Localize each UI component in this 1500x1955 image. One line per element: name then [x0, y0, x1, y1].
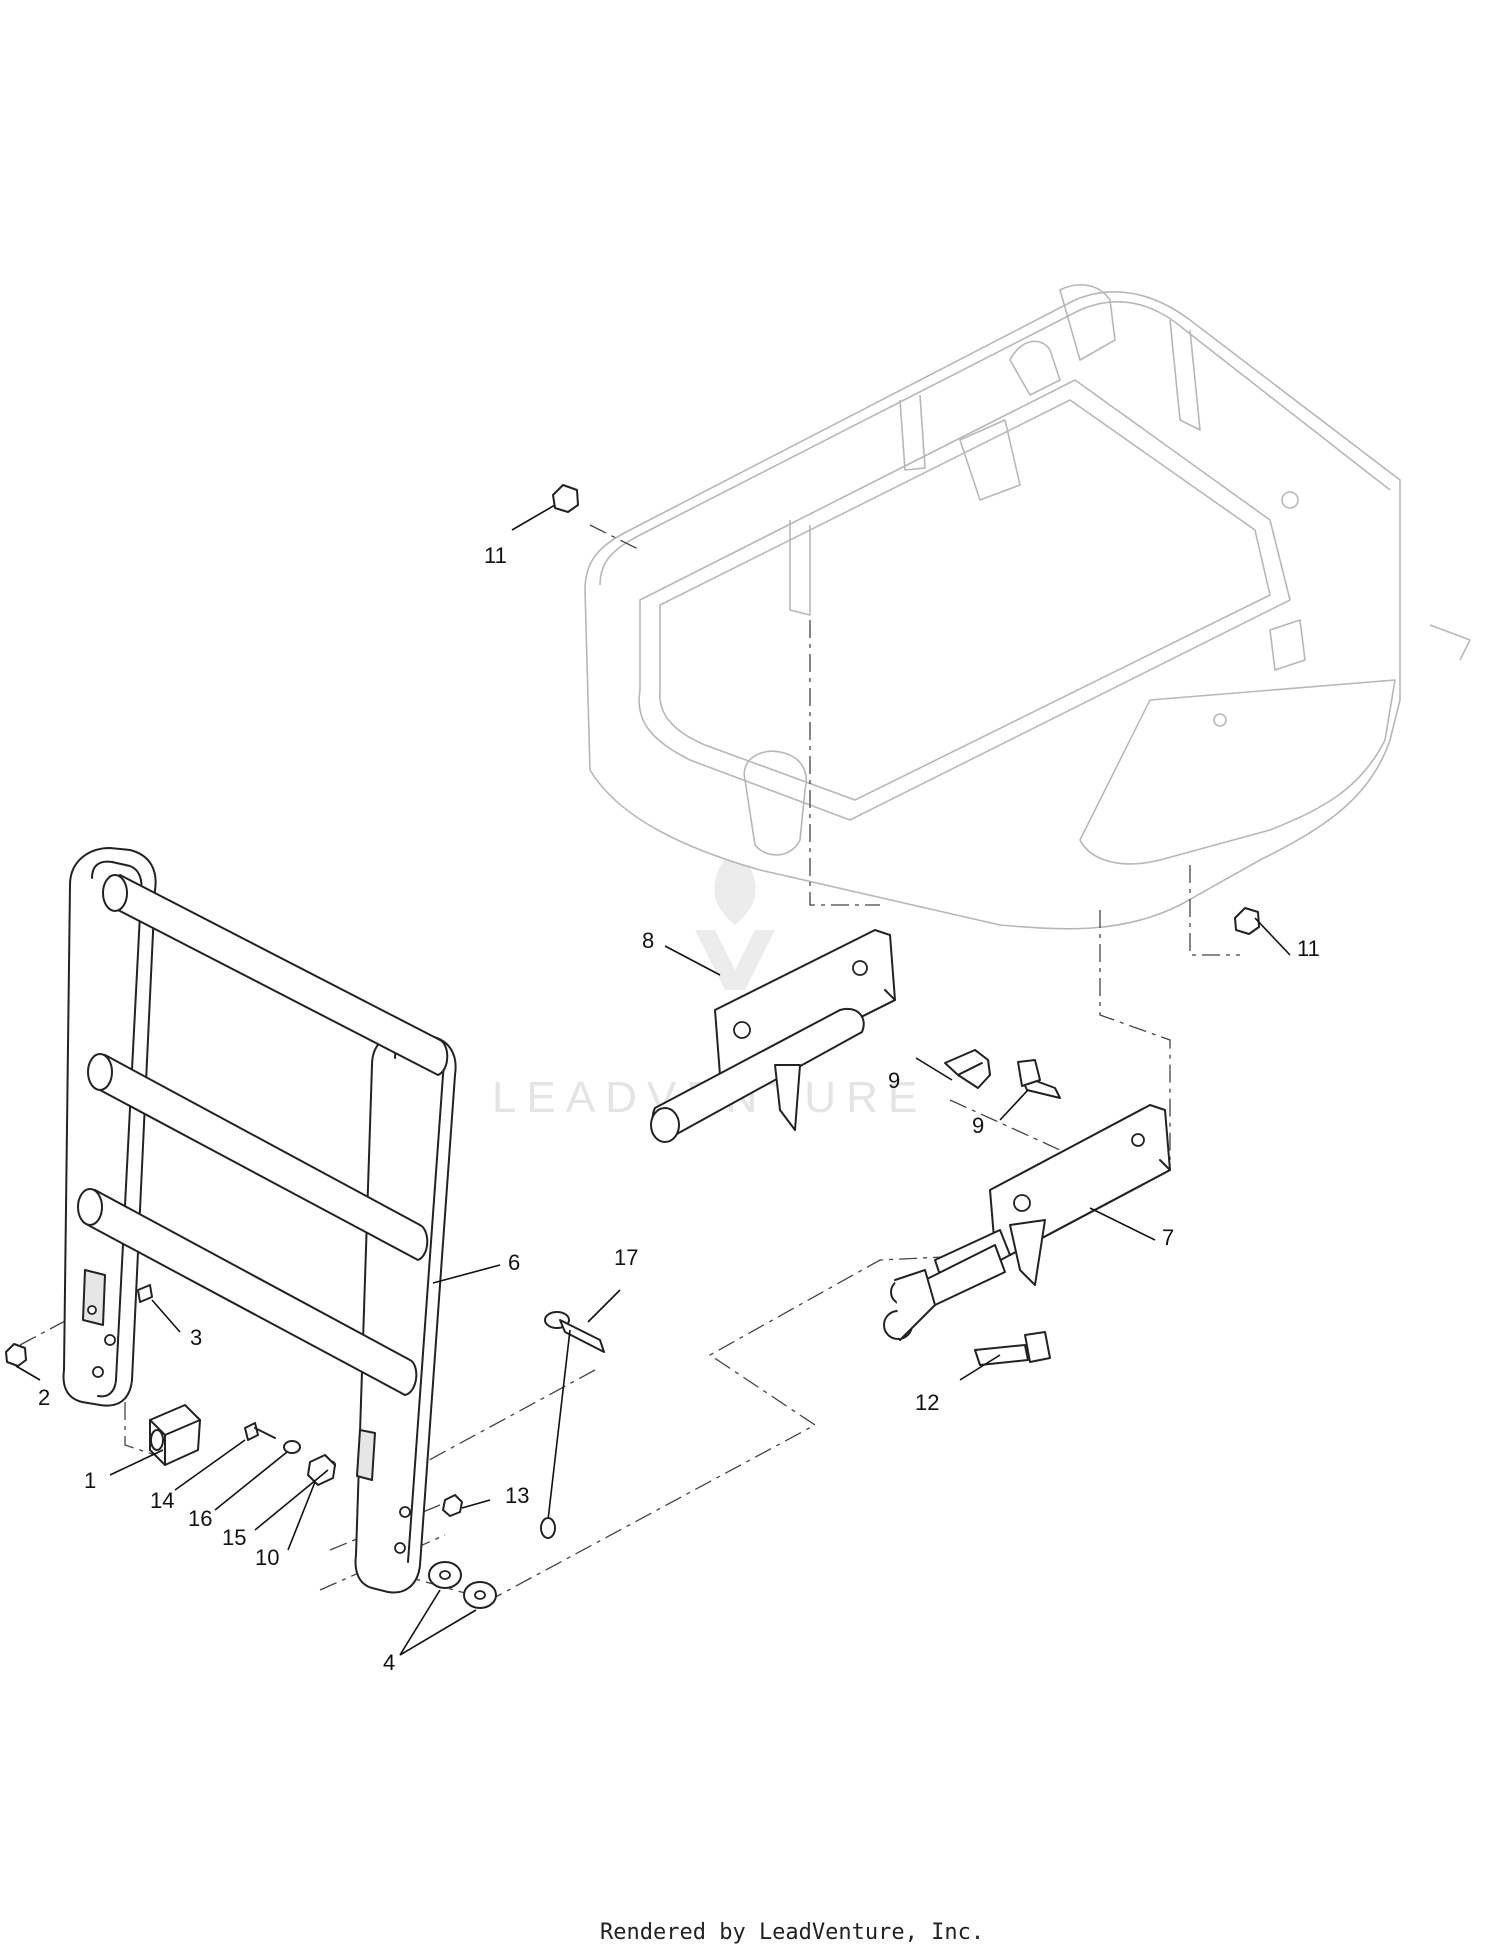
- bumper-guard-part: [62, 847, 457, 1594]
- callout-15: 15: [222, 1525, 246, 1550]
- callout-8: 8: [642, 928, 654, 953]
- callout-11-upper: 11: [484, 543, 507, 568]
- watermark-logo-icon: [695, 930, 775, 990]
- mower-frame: [584, 284, 1471, 930]
- mounting-bracket-lower-part: [883, 1104, 1171, 1341]
- mounting-bracket-upper-part: [650, 929, 896, 1143]
- callout-labels: 11 11 8 9 9 7 12 17 6 3 2 1 14 16 15 10 …: [38, 543, 1320, 1675]
- callout-11-lower: 11: [1297, 936, 1320, 961]
- callout-6: 6: [508, 1250, 520, 1275]
- callout-1: 1: [84, 1468, 96, 1493]
- leader-lines: [15, 504, 1291, 1656]
- callout-3: 3: [190, 1325, 202, 1350]
- callout-7: 7: [1162, 1225, 1174, 1250]
- callout-12: 12: [915, 1390, 939, 1415]
- callout-9-upper: 9: [888, 1068, 900, 1093]
- callout-13: 13: [505, 1483, 529, 1508]
- callout-2: 2: [38, 1385, 50, 1410]
- callout-16: 16: [188, 1506, 212, 1531]
- callout-17: 17: [614, 1245, 638, 1270]
- footer-credit: Rendered by LeadVenture, Inc.: [600, 1920, 984, 1945]
- callout-9-lower: 9: [972, 1113, 984, 1138]
- callout-10: 10: [255, 1545, 279, 1570]
- callout-14: 14: [150, 1488, 174, 1513]
- callout-4: 4: [383, 1650, 395, 1675]
